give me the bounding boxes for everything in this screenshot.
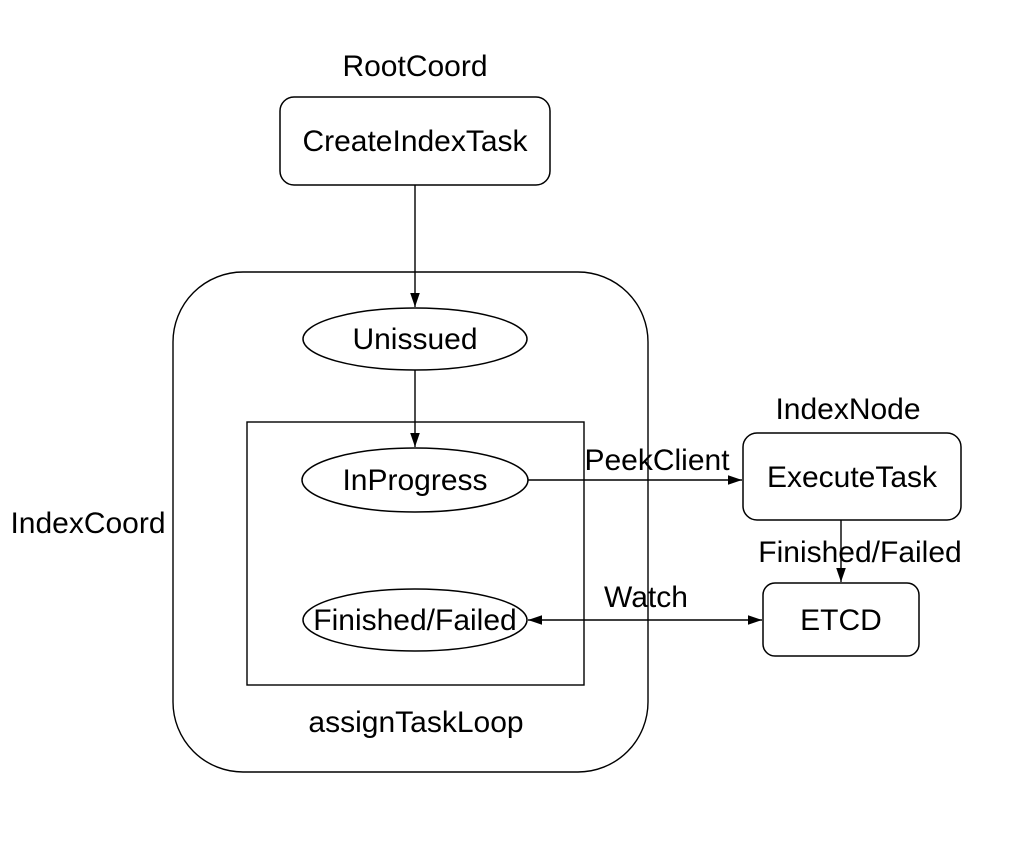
index-coord-container — [172, 271, 649, 773]
finished-failed-edge-label: Finished/Failed — [758, 536, 961, 569]
assign-task-loop-label: assignTaskLoop — [308, 706, 523, 739]
finished-failed-state-label: Finished/Failed — [313, 604, 516, 637]
unissued-state-label: Unissued — [352, 323, 477, 356]
inprogress-state-node — [301, 447, 529, 513]
create-index-task-label: CreateIndexTask — [302, 125, 528, 158]
unissued-state-node — [302, 307, 528, 371]
index-coord-group-label: IndexCoord — [10, 507, 165, 540]
finished-failed-state-node — [302, 588, 528, 652]
inprogress-state-label: InProgress — [342, 464, 487, 497]
watch-edge-label: Watch — [604, 581, 688, 614]
peek-client-edge-label: PeekClient — [584, 444, 730, 477]
execute-task-node — [742, 432, 962, 521]
etcd-node — [762, 582, 920, 657]
execute-task-label: ExecuteTask — [767, 461, 938, 494]
etcd-label: ETCD — [800, 604, 882, 637]
index-node-group-label: IndexNode — [775, 393, 920, 426]
create-index-task-node — [279, 96, 551, 186]
root-coord-group-label: RootCoord — [342, 50, 487, 83]
